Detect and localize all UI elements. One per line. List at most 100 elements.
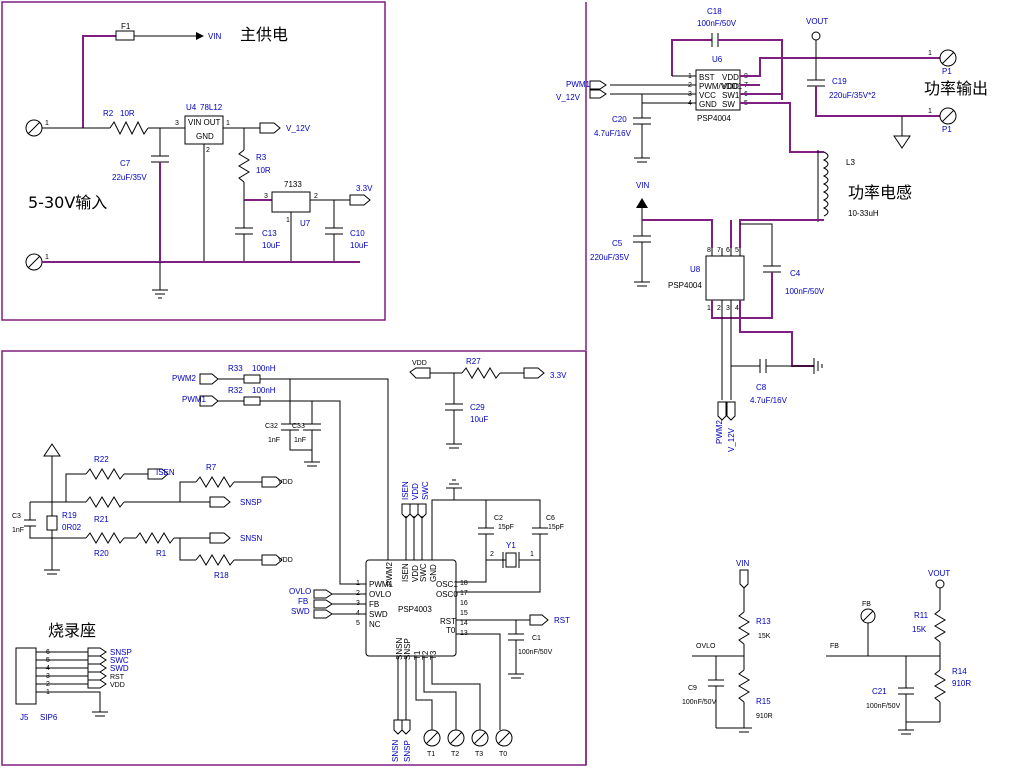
test-point-t1 [423,729,441,747]
resistor-r21 [85,496,125,508]
svg-text:VOUT: VOUT [806,17,828,26]
svg-text:Y1: Y1 [506,541,516,550]
svg-text:R27: R27 [466,357,481,366]
svg-text:GND: GND [699,100,717,109]
svg-text:10uF: 10uF [350,241,368,250]
svg-text:NC: NC [369,620,381,629]
v12-port [589,89,607,99]
svg-text:100nF/50V: 100nF/50V [866,703,901,710]
resistor-r18 [195,554,235,566]
vin-net-label: VIN [208,32,222,41]
svg-text:220uF/35V: 220uF/35V [590,253,630,262]
svg-text:SWC: SWC [110,656,129,665]
svg-text:VDD: VDD [412,360,427,367]
svg-text:2: 2 [206,147,210,154]
svg-text:U4: U4 [186,103,197,112]
svg-text:VIN: VIN [636,181,650,190]
svg-text:14: 14 [460,620,468,627]
svg-text:910R: 910R [756,713,773,720]
svg-text:4.7uF/16V: 4.7uF/16V [750,396,788,405]
svg-text:T3: T3 [429,650,438,660]
resistor-r20 [85,532,125,544]
svg-text:78L12: 78L12 [200,103,223,112]
svg-text:R33: R33 [228,364,243,373]
svg-text:FB: FB [862,601,871,608]
resistor-r11 [934,609,946,643]
svg-text:1nF: 1nF [294,437,306,444]
svg-text:VDD: VDD [278,479,293,486]
svg-text:VDD: VDD [411,483,420,500]
svg-text:1: 1 [45,254,49,261]
svg-text:ISEN: ISEN [401,563,410,582]
svg-text:R20: R20 [94,549,109,558]
svg-text:PWM/VDD1: PWM/VDD1 [699,82,743,91]
resistor-r19 [46,515,58,531]
svg-text:17: 17 [460,590,468,597]
vdd-port [409,367,431,379]
test-point-t0 [495,729,513,747]
svg-text:VIN: VIN [736,559,750,568]
programmer-title: 烧录座 [48,621,96,640]
svg-text:GND: GND [196,132,214,141]
svg-text:C18: C18 [707,7,722,16]
svg-text:1: 1 [707,305,711,312]
svg-text:1: 1 [928,108,932,115]
resistor-r33 [243,374,261,384]
svg-text:VDD: VDD [411,565,420,582]
output-terminal-1 [939,49,957,67]
svg-text:2: 2 [490,551,494,558]
ldo-u7 [271,191,311,213]
programmer-section: 烧录座 65 43 21 SNSP SWC SWD RST VDD J5 SIP… [15,621,132,722]
svg-text:6: 6 [726,247,730,254]
svg-text:100nF/50V: 100nF/50V [682,699,717,706]
svg-text:SWC: SWC [421,481,430,500]
svg-text:T2: T2 [451,751,459,758]
svg-text:VOUT: VOUT [928,569,950,578]
svg-text:PWM1: PWM1 [369,580,394,589]
3v3-port [349,194,371,206]
svg-text:OVLO: OVLO [696,643,716,650]
svg-text:PSP4003: PSP4003 [398,605,432,614]
svg-text:100nF/50V: 100nF/50V [697,19,737,28]
pwm2-port [717,401,727,421]
svg-text:SNSP: SNSP [403,638,412,660]
svg-text:SNSP: SNSP [403,740,412,762]
svg-text:SNSP: SNSP [110,648,132,657]
driver-u8 [705,255,745,301]
svg-text:T1: T1 [427,751,435,758]
test-point-t2 [447,729,465,747]
3v3-port [523,367,545,379]
svg-text:VDD: VDD [110,682,125,689]
vout-terminal [811,31,821,41]
resistor-r15 [738,669,750,703]
svg-text:C10: C10 [350,229,365,238]
resistor-r32 [243,396,261,406]
svg-text:3: 3 [264,193,268,200]
svg-text:15pF: 15pF [548,524,564,531]
inductor-l3 [822,151,829,217]
svg-text:4.7uF/16V: 4.7uF/16V [594,129,632,138]
resistor-r3 [238,149,250,183]
svg-text:1: 1 [45,120,49,127]
main-supply-frame [1,1,386,321]
resistor-r1 [135,532,175,544]
svg-text:V_12V: V_12V [556,93,581,102]
svg-text:15: 15 [460,610,468,617]
resistor-r7 [195,476,235,488]
svg-text:FB: FB [830,643,839,650]
svg-text:1: 1 [530,551,534,558]
svg-text:SWD: SWD [369,610,388,619]
svg-text:C20: C20 [612,115,627,124]
svg-text:3: 3 [726,305,730,312]
svg-text:3: 3 [175,120,179,127]
svg-text:10R: 10R [256,166,271,175]
svg-text:100nH: 100nH [252,386,276,395]
svg-text:1: 1 [356,580,360,587]
svg-text:R2: R2 [103,109,114,118]
svg-text:7133: 7133 [284,180,302,189]
svg-text:C29: C29 [470,403,485,412]
svg-text:8: 8 [707,247,711,254]
main-supply-section: 主供电 5-30V输入 F1 VIN 1 R2 10R 3 C7 22uF/35… [25,22,373,299]
feedback-dividers-section: VIN R13 15K R15 910R OVLO C9 100nF/50V V… [682,559,971,735]
